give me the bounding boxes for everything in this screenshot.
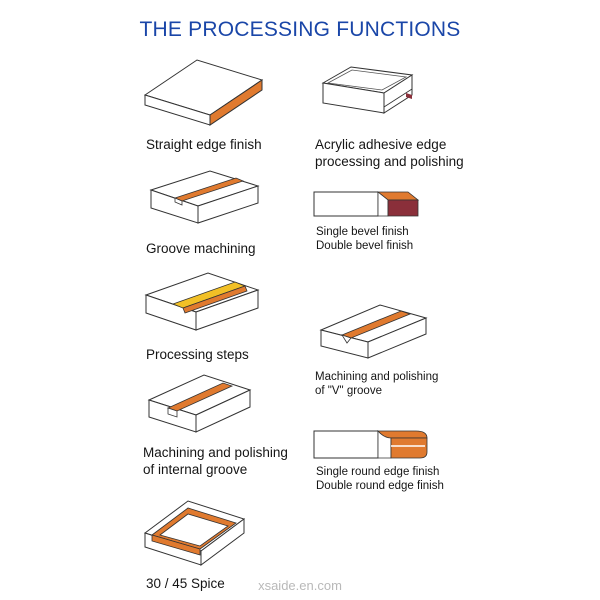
label-line: of internal groove <box>143 462 248 477</box>
v-groove-label: Machining and polishing of "V" groove <box>315 370 438 398</box>
bevel-finish-illustration <box>313 191 420 217</box>
processing-steps-illustration <box>144 272 260 331</box>
watermark: xsaide.en.com <box>258 578 342 593</box>
label-line: Machining and polishing <box>143 445 288 460</box>
splice-illustration <box>143 500 246 566</box>
groove-machining-label: Groove machining <box>146 240 256 257</box>
splice-label: 30 / 45 Spice <box>146 575 225 592</box>
v-groove-illustration <box>319 304 428 359</box>
label-line: Groove machining <box>146 241 256 256</box>
internal-groove-illustration <box>147 374 252 433</box>
label-line: Single bevel finish <box>316 226 409 238</box>
acrylic-edge-label: Acrylic adhesive edge processing and pol… <box>315 136 464 170</box>
acrylic-edge-illustration <box>321 66 414 114</box>
label-line: processing and polishing <box>315 154 464 169</box>
label-line: 30 / 45 Spice <box>146 576 225 591</box>
label-line: of "V" groove <box>315 385 382 397</box>
internal-groove-label: Machining and polishing of internal groo… <box>143 444 288 478</box>
label-line: Double round edge finish <box>316 480 444 492</box>
bevel-finish-label: Single bevel finish Double bevel finish <box>316 225 413 253</box>
processing-steps-label: Processing steps <box>146 346 249 363</box>
page-title: THE PROCESSING FUNCTIONS <box>139 18 461 41</box>
label-line: Double bevel finish <box>316 240 414 252</box>
label-line: Straight edge finish <box>146 137 262 152</box>
label-line: Single round edge finish <box>316 466 440 478</box>
groove-machining-illustration <box>149 170 260 224</box>
label-line: Machining and polishing <box>315 371 439 383</box>
straight-edge-illustration <box>143 59 264 126</box>
round-edge-illustration <box>313 429 428 459</box>
label-line: Processing steps <box>146 347 249 362</box>
label-line: Acrylic adhesive edge <box>315 137 447 152</box>
straight-edge-label: Straight edge finish <box>146 136 262 153</box>
round-edge-label: Single round edge finish Double round ed… <box>316 465 444 493</box>
